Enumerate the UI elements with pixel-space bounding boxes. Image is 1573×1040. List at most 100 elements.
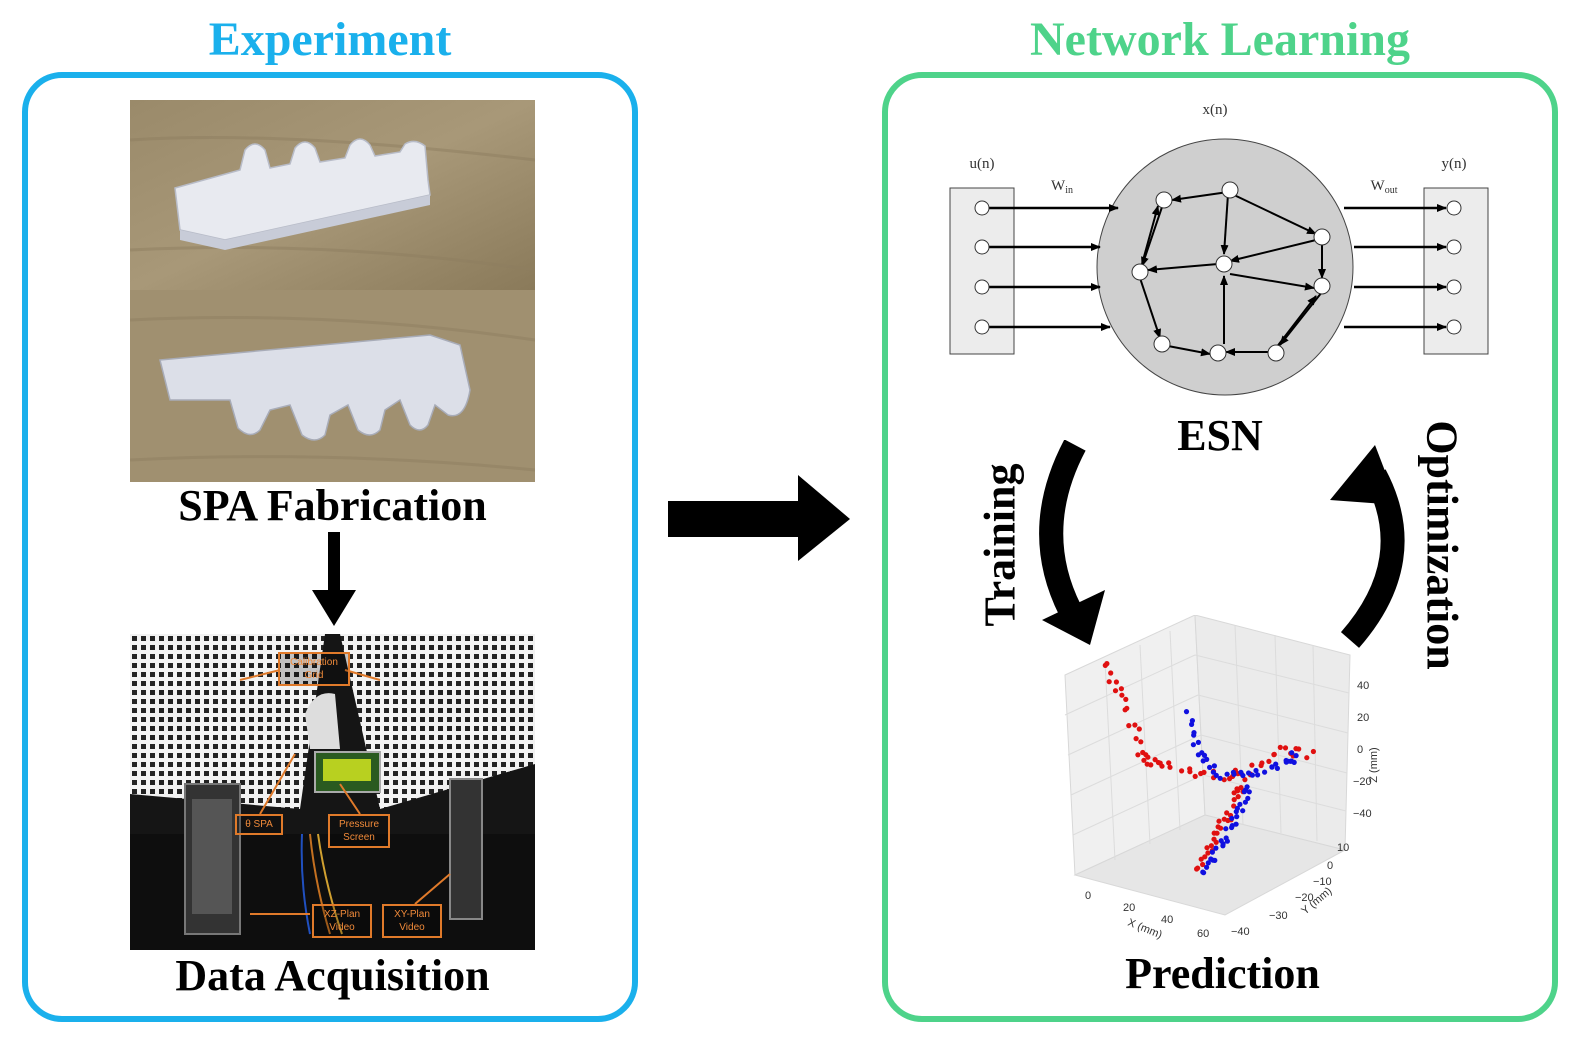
x-axis-label: X (mm) xyxy=(1126,917,1164,942)
series-b-point xyxy=(1183,709,1190,715)
xz-plan-video-callout: XZ-Plan Video xyxy=(312,904,372,938)
series-b-point xyxy=(1224,838,1230,844)
series-b-point xyxy=(1195,739,1201,745)
series-a-point xyxy=(1138,739,1144,745)
series-a-point xyxy=(1113,679,1119,685)
series-a-point xyxy=(1235,794,1241,800)
series-b-point xyxy=(1249,772,1255,778)
z-tick-20: 20 xyxy=(1357,712,1369,724)
plot-back-right-pane xyxy=(1194,615,1351,851)
series-b-point xyxy=(1223,826,1229,832)
spa-fabrication-caption: SPA Fabrication xyxy=(178,481,487,530)
z-tick-neg20: −20 xyxy=(1353,776,1372,788)
series-b-point xyxy=(1213,845,1219,851)
calibration-grid-callout: Calibration Grid xyxy=(278,652,350,686)
y-tick-neg40: −40 xyxy=(1231,926,1250,938)
series-a-point xyxy=(1119,692,1125,698)
series-a-point xyxy=(1258,762,1264,769)
series-b-point xyxy=(1207,764,1213,770)
series-a-point xyxy=(1179,768,1185,774)
series-a-point xyxy=(1136,726,1142,732)
experiment-title: Experiment xyxy=(208,13,452,66)
spa-photo-top xyxy=(130,100,535,290)
series-b-point xyxy=(1189,721,1195,727)
reservoir-nodes xyxy=(1131,181,1331,362)
series-a-point xyxy=(1271,752,1277,758)
input-nodes xyxy=(974,200,990,335)
z-tick-0: 0 xyxy=(1357,744,1363,756)
prediction-3d-plot: 40 20 0 −20 −40 Z (mm) 10 0 −10 −20 −30 … xyxy=(1064,615,1380,942)
z-tick-40: 40 xyxy=(1357,680,1369,692)
input-connections xyxy=(982,204,1119,331)
y-tick-0: 0 xyxy=(1327,860,1333,872)
series-b-point xyxy=(1201,752,1208,758)
series-b-point xyxy=(1190,742,1196,748)
series-b-point xyxy=(1262,769,1268,775)
series-a-point xyxy=(1266,758,1272,764)
series-b-point xyxy=(1253,767,1259,774)
z-axis-label: Z (mm) xyxy=(1368,747,1380,782)
plot-floor-pane xyxy=(1073,814,1347,916)
series-a-point xyxy=(1192,773,1198,779)
y-tick-neg20: −20 xyxy=(1295,892,1314,904)
series-b-point xyxy=(1285,758,1291,764)
series-a-point xyxy=(1201,769,1207,775)
series-b-point xyxy=(1217,775,1223,781)
spa-body-bottom xyxy=(159,334,471,441)
series-a-point xyxy=(1135,752,1141,758)
series-a-point xyxy=(1238,785,1244,791)
series-a-point xyxy=(1296,746,1302,752)
x-tick-20: 20 xyxy=(1123,902,1135,914)
xy-plan-video-callout: XY-Plan Video xyxy=(382,904,442,938)
y-tick-neg30: −30 xyxy=(1269,910,1288,922)
series-b-point xyxy=(1231,771,1237,777)
series-a-point xyxy=(1198,856,1204,862)
y-tick-neg10: −10 xyxy=(1313,876,1332,888)
series-a-point xyxy=(1205,850,1211,856)
series-b-point xyxy=(1211,763,1217,769)
series-a-point xyxy=(1310,748,1316,755)
series-b-point xyxy=(1274,765,1280,771)
input-label: u(n) xyxy=(970,156,995,172)
output-label: y(n) xyxy=(1442,156,1467,172)
series-a-point xyxy=(1242,777,1248,783)
series-b-point xyxy=(1269,764,1275,770)
series-a-point xyxy=(1123,696,1129,702)
experiment-panel xyxy=(22,72,638,1022)
series-a-point xyxy=(1231,803,1237,809)
series-a-point xyxy=(1216,818,1222,824)
network-learning-panel xyxy=(882,72,1558,1022)
win-label: Win xyxy=(1051,178,1073,196)
spa-body-top xyxy=(174,138,431,241)
series-a-point xyxy=(1108,670,1114,676)
right-tablet xyxy=(449,778,483,920)
series-a-point xyxy=(1231,790,1237,796)
series-b-point xyxy=(1204,756,1210,762)
network-learning-title: Network Learning xyxy=(1030,13,1410,66)
series-a-point xyxy=(1194,866,1200,872)
series-a-point xyxy=(1157,760,1163,766)
output-connections xyxy=(1344,204,1447,331)
series-a-point xyxy=(1221,777,1227,783)
series-b-point xyxy=(1293,753,1299,759)
series-b-point xyxy=(1213,772,1219,778)
esn-caption: ESN xyxy=(1177,411,1263,460)
series-b-point xyxy=(1273,761,1279,767)
z-tick-neg40: −40 xyxy=(1353,808,1372,820)
series-a-point xyxy=(1282,745,1289,751)
esn-diagram: x(n) u(n) y(n) Win W Wout xyxy=(949,102,1489,396)
series-a-point xyxy=(1122,707,1128,713)
series-a-point xyxy=(1224,810,1230,816)
series-a-point xyxy=(1126,723,1132,729)
series-a-point xyxy=(1118,686,1124,692)
series-a-point xyxy=(1133,736,1139,742)
series-a-point xyxy=(1214,830,1220,836)
center-right-arrow xyxy=(668,475,850,561)
series-b-point xyxy=(1245,795,1251,801)
x-tick-60: 60 xyxy=(1197,928,1209,940)
series-a-point xyxy=(1141,757,1147,763)
series-b-point xyxy=(1237,801,1243,807)
series-b-point xyxy=(1224,771,1230,777)
series-a-point xyxy=(1106,679,1112,685)
training-arrow xyxy=(1039,440,1105,645)
